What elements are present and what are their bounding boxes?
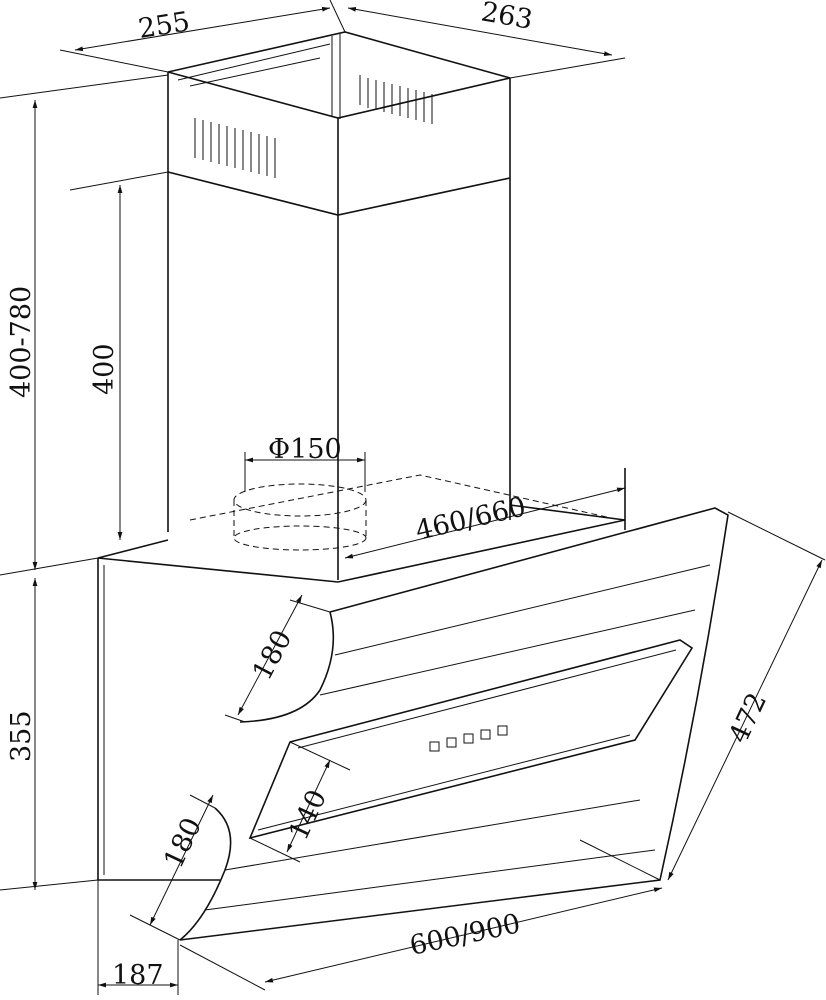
dim-duct-diameter: Φ150 <box>268 434 342 465</box>
control-buttons <box>429 725 508 752</box>
dim-263: 263 <box>479 0 535 36</box>
vent-slots-left <box>194 118 276 178</box>
chimney <box>167 31 511 580</box>
dim-140: 140 <box>283 785 333 845</box>
dim-472: 472 <box>723 688 773 748</box>
dim-460-660: 460/660 <box>413 491 529 546</box>
dim-255: 255 <box>136 6 192 45</box>
dim-400-780: 400-780 <box>6 286 37 398</box>
dim-355: 355 <box>6 710 37 762</box>
duct-collar <box>189 474 621 551</box>
hood-body <box>97 468 729 941</box>
dim-upper-glass-180: 180 <box>247 625 299 685</box>
dim-187: 187 <box>112 960 164 991</box>
dim-lower-glass-180: 180 <box>158 813 208 873</box>
dim-400: 400 <box>89 343 120 395</box>
dimension-labels: 255 263 400-780 400 Φ150 460/660 180 355… <box>6 0 773 991</box>
dim-600-900: 600/900 <box>407 908 523 962</box>
